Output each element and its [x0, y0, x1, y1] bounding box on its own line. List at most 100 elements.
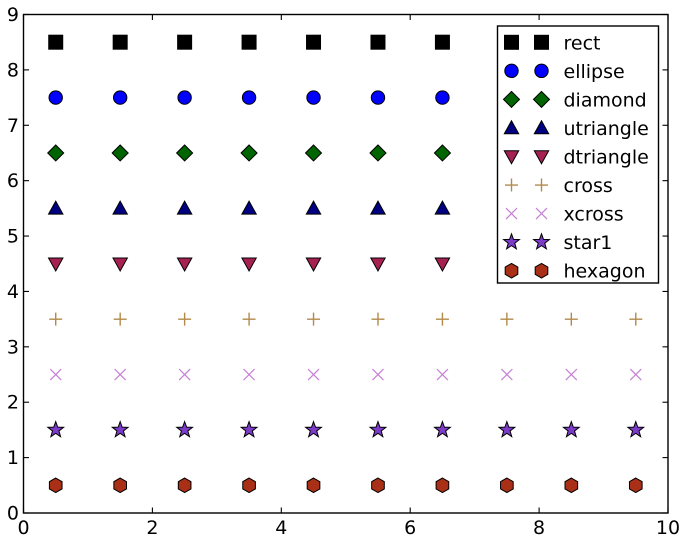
marker-xcross — [565, 368, 578, 381]
marker-hexagon — [500, 477, 514, 494]
x-tick-label: 2 — [146, 517, 158, 539]
marker-xcross — [114, 368, 127, 381]
marker-cross — [113, 312, 127, 326]
marker-rect — [434, 34, 450, 50]
marker-dtriangle — [434, 257, 451, 272]
marker-cross — [242, 312, 256, 326]
marker-ellipse — [177, 90, 192, 105]
legend-row-utriangle: utriangle — [503, 118, 649, 140]
series-xcross — [49, 368, 642, 381]
y-tick-label: 8 — [7, 59, 19, 81]
marker-ellipse — [435, 90, 450, 105]
marker-xcross — [372, 368, 384, 381]
series-star1 — [46, 420, 646, 438]
y-tick-label: 7 — [7, 115, 19, 137]
series-hexagon — [48, 477, 643, 494]
marker-ellipse — [48, 90, 63, 105]
diamond-legend-marker-icon — [502, 90, 521, 109]
legend-label-diamond: diamond — [564, 89, 647, 111]
x-tick-label: 0 — [17, 517, 29, 539]
legend-row-ellipse: ellipse — [504, 61, 625, 83]
y-tick-label: 4 — [7, 281, 19, 303]
marker-star1 — [239, 420, 259, 438]
marker-star1 — [433, 420, 452, 438]
series-diamond — [47, 144, 452, 162]
legend-row-diamond: diamond — [502, 89, 647, 111]
series-dtriangle — [47, 257, 451, 272]
marker-dtriangle — [176, 257, 193, 272]
marker-cross — [435, 312, 449, 326]
xcross-legend-marker-icon — [505, 207, 518, 220]
marker-ellipse — [370, 90, 386, 105]
marker-hexagon — [242, 477, 256, 494]
marker-diamond — [433, 144, 452, 162]
legend-row-cross: cross — [505, 175, 613, 197]
marker-dtriangle — [305, 257, 322, 272]
marker-diamond — [47, 144, 65, 162]
legend-row-hexagon: hexagon — [504, 261, 646, 283]
marker-star1 — [626, 420, 646, 438]
x-tick-label: 6 — [404, 517, 416, 539]
marker-rect — [241, 34, 257, 50]
marker-star1 — [110, 420, 130, 438]
marker-diamond — [175, 144, 194, 162]
series-ellipse — [48, 90, 450, 105]
marker-dtriangle — [47, 257, 64, 272]
marker-diamond — [304, 144, 323, 162]
marker-utriangle — [305, 200, 322, 215]
cross-legend-marker-icon — [505, 178, 518, 192]
utriangle-legend-marker-icon — [503, 119, 520, 135]
marker-hexagon — [48, 477, 63, 494]
utriangle-legend-marker-icon — [533, 119, 550, 135]
marker-cross — [500, 312, 514, 326]
marker-rect — [177, 34, 193, 50]
legend-label-utriangle: utriangle — [564, 118, 649, 140]
legend-label-ellipse: ellipse — [564, 61, 625, 83]
legend-row-rect: rect — [504, 32, 600, 54]
marker-ellipse — [306, 90, 321, 105]
rect-legend-marker-icon — [534, 34, 549, 50]
marker-star1 — [497, 420, 517, 438]
marker-dtriangle — [241, 257, 258, 272]
xcross-legend-marker-icon — [535, 207, 548, 220]
y-tick-label: 6 — [7, 170, 19, 192]
legend: rect ellipse diamond utriangle dtriangle cros… — [496, 25, 660, 284]
marker-ellipse — [112, 90, 128, 105]
y-tick-label: 1 — [7, 447, 19, 469]
marker-cross — [307, 312, 321, 326]
star1-legend-marker-icon — [532, 232, 551, 251]
legend-box — [496, 25, 660, 284]
ellipse-legend-marker-icon — [534, 63, 549, 79]
series-cross — [49, 312, 643, 326]
plot-frame — [22, 13, 669, 514]
legend-row-dtriangle: dtriangle — [503, 147, 649, 169]
diamond-legend-marker-icon — [532, 90, 551, 109]
y-tick-label: 0 — [7, 503, 19, 525]
marker-dtriangle — [112, 257, 129, 272]
marker-rect — [306, 34, 322, 50]
marker-cross — [49, 312, 63, 326]
marker-hexagon — [371, 477, 385, 494]
x-tick-label: 8 — [533, 517, 545, 539]
marker-utriangle — [241, 200, 258, 215]
marker-xcross — [436, 368, 449, 381]
legend-row-star1: star1 — [502, 232, 612, 254]
cross-legend-marker-icon — [535, 178, 548, 192]
legend-label-xcross: xcross — [564, 204, 624, 226]
marker-dtriangle — [369, 257, 387, 272]
y-tick-label: 3 — [7, 336, 19, 358]
marker-utriangle — [112, 200, 129, 215]
marker-utriangle — [369, 200, 387, 215]
hexagon-legend-marker-icon — [504, 262, 519, 279]
marker-cross — [371, 312, 385, 326]
marker-hexagon — [628, 477, 643, 494]
marker-star1 — [175, 420, 194, 438]
marker-ellipse — [241, 90, 257, 105]
y-tick-label: 2 — [7, 392, 19, 414]
marker-star1 — [46, 420, 66, 438]
x-tick-label: 10 — [656, 517, 680, 539]
series-rect — [48, 34, 450, 50]
